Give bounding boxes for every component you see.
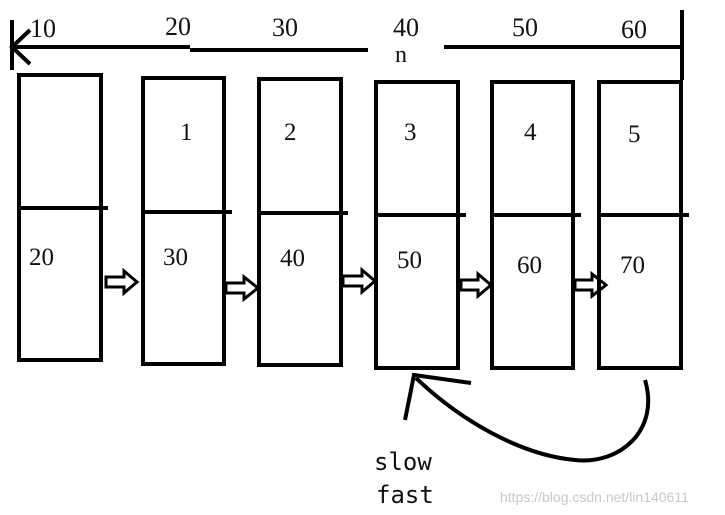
fast-label: fast xyxy=(376,481,434,509)
top-label-30: 30 xyxy=(272,13,298,42)
n-label: n xyxy=(395,42,407,68)
node-5-index: 5 xyxy=(628,121,641,148)
top-label-60: 60 xyxy=(621,15,647,44)
cycle-curve-arrow xyxy=(403,372,651,463)
node-1-index: 1 xyxy=(180,119,193,146)
top-label-50: 50 xyxy=(512,13,538,42)
next-arrow-0-1 xyxy=(104,267,140,297)
next-arrow-4-5 xyxy=(573,270,609,300)
next-arrow-2-3 xyxy=(341,266,378,296)
next-arrow-1-2 xyxy=(224,273,261,303)
node-3: 3 50 xyxy=(374,80,466,370)
next-arrow-3-4 xyxy=(459,270,494,300)
node-3-index: 3 xyxy=(404,119,417,146)
node-4: 4 60 xyxy=(490,80,581,370)
node-2-index: 2 xyxy=(284,119,297,146)
watermark: https://blog.csdn.net/lin140611 xyxy=(500,489,689,505)
node-2: 2 40 xyxy=(257,77,348,367)
node-5: 5 70 xyxy=(597,80,689,370)
top-label-40: 40 xyxy=(393,13,419,42)
top-label-20: 20 xyxy=(165,12,191,41)
node-1-value: 30 xyxy=(163,244,188,271)
node-2-value: 40 xyxy=(280,245,305,272)
node-4-index: 4 xyxy=(524,119,537,146)
node-5-value: 70 xyxy=(620,252,645,279)
node-3-value: 50 xyxy=(397,247,422,274)
node-4-value: 60 xyxy=(517,252,542,279)
top-return-arrow xyxy=(9,10,684,80)
node-0: 20 xyxy=(17,73,108,362)
slow-label: slow xyxy=(374,448,432,476)
node-1: 1 30 xyxy=(141,76,232,366)
top-label-10: 10 xyxy=(30,14,56,43)
node-0-value: 20 xyxy=(29,244,54,271)
